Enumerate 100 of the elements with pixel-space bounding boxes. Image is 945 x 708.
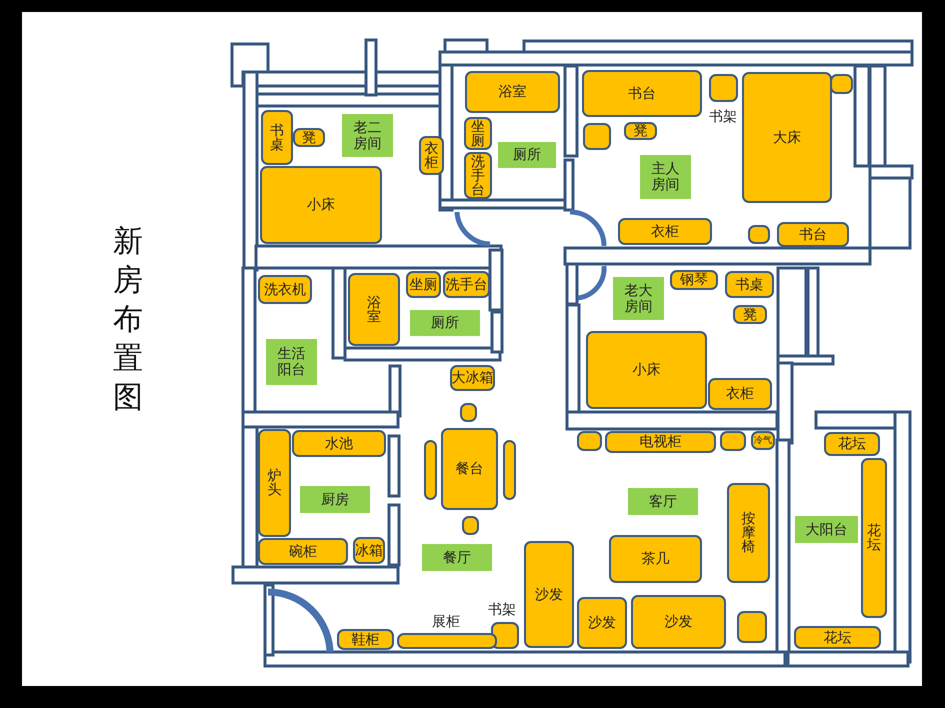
furniture-box [524, 541, 574, 648]
room-name: 餐厅 [443, 550, 471, 566]
furniture-label: 沙发 [588, 615, 616, 631]
furniture-box [462, 516, 479, 535]
furniture-box [708, 378, 772, 410]
furniture-label: 水池 [325, 436, 353, 452]
furniture-label: 沙发 [664, 614, 692, 630]
furniture-label: 浴室 [498, 84, 526, 100]
furniture-caption: 书架 [488, 602, 516, 618]
room-name: 生活阳台 [278, 346, 306, 378]
furniture-label: 小床 [307, 197, 335, 213]
furniture-label: 衣柜 [424, 142, 438, 170]
furniture-box [577, 431, 602, 451]
furniture-box [830, 74, 853, 94]
room-label-box [795, 516, 858, 543]
furniture-box [624, 122, 657, 140]
furniture-label: 洗手台 [471, 154, 485, 196]
furniture-box [720, 431, 746, 451]
room-name: 老大房间 [624, 282, 652, 314]
furniture-box [582, 70, 702, 117]
furniture-label: 沙发 [535, 586, 563, 602]
furniture-label: 浴室 [367, 296, 381, 324]
furniture-label: 书台 [799, 226, 827, 242]
furniture-box [751, 431, 775, 450]
furniture-box [258, 538, 348, 565]
room-name: 老二房间 [354, 120, 382, 152]
furniture-label: 鞋柜 [352, 632, 380, 648]
furniture-label: 电视柜 [640, 434, 682, 450]
furniture-label: 大冰箱 [452, 370, 494, 386]
room-label-box [640, 155, 691, 199]
furniture-label: 花坛 [824, 630, 852, 646]
furniture-box [443, 271, 490, 298]
furniture-box [727, 483, 770, 583]
furniture-box [406, 271, 441, 298]
furniture-label: 茶几 [642, 551, 670, 567]
furniture-box [424, 440, 437, 500]
furniture-box [353, 537, 385, 564]
furniture-label: 凳 [302, 130, 316, 146]
furniture-label: 书桌 [270, 124, 284, 152]
room-label-box [300, 486, 370, 513]
room-name: 厕所 [513, 147, 541, 163]
room-label-box [498, 142, 556, 168]
furniture-caption: 展柜 [432, 614, 460, 630]
furniture-box [618, 218, 712, 245]
furniture-box [733, 305, 767, 324]
furniture-label: 花坛 [867, 524, 881, 552]
furniture-box [465, 71, 560, 113]
furniture-box [258, 275, 312, 304]
furniture-label: 洗衣机 [264, 282, 306, 298]
furniture-label: 书台 [628, 86, 656, 102]
furniture-caption: 书架 [709, 109, 737, 125]
furniture-box [725, 271, 774, 298]
furniture-box [292, 430, 386, 457]
furniture-box [261, 110, 293, 165]
furniture-label: 坐厕 [410, 276, 438, 292]
furniture-label: 小床 [632, 362, 660, 378]
furniture-box [260, 166, 382, 244]
furniture-label: 按摩椅 [742, 512, 756, 554]
furniture-box [293, 128, 325, 147]
furniture-box [464, 152, 492, 199]
furniture-box [631, 595, 726, 649]
room-name: 大阳台 [806, 522, 848, 538]
room-label-box [628, 488, 698, 515]
room-label-box [342, 114, 393, 157]
furniture-label: 餐台 [456, 461, 484, 477]
furniture-box [464, 117, 492, 150]
room-name: 厨房 [321, 492, 349, 508]
furniture-box [605, 431, 716, 453]
furniture-label: 衣柜 [726, 386, 754, 402]
room-name: 主人房间 [652, 161, 680, 193]
furniture-box [450, 365, 495, 391]
furniture-label: 洗手台 [446, 276, 488, 292]
furniture-label: 碗柜 [289, 544, 317, 560]
furniture-box [441, 428, 498, 510]
furniture-label: 大床 [773, 130, 801, 146]
furniture-box [794, 626, 881, 649]
furniture-label: 冰箱 [355, 542, 383, 558]
furniture-label: 凳 [743, 306, 757, 322]
furniture-box [586, 331, 707, 409]
furniture-label: 冷气 [754, 434, 772, 446]
furniture-box [748, 225, 770, 244]
furniture-box [609, 535, 702, 583]
room-label-box [266, 339, 317, 385]
room-label-box [613, 277, 664, 320]
furniture-box [337, 629, 394, 650]
furniture-label: 书桌 [736, 276, 764, 292]
furniture-box [861, 458, 887, 618]
furniture-box [348, 273, 400, 346]
furniture-box [419, 136, 444, 175]
furniture-label: 衣柜 [651, 224, 679, 240]
furniture-box [737, 611, 767, 643]
room-label-box [422, 544, 492, 571]
title: 新房布置图 [112, 223, 144, 417]
furniture-box [742, 72, 832, 203]
furniture-box [460, 403, 477, 422]
room-name: 厕所 [431, 315, 459, 331]
furniture-box [583, 123, 611, 150]
furniture-box [503, 440, 516, 500]
furniture-label: 凳 [634, 123, 648, 139]
furniture-label: 坐厕 [471, 120, 485, 148]
